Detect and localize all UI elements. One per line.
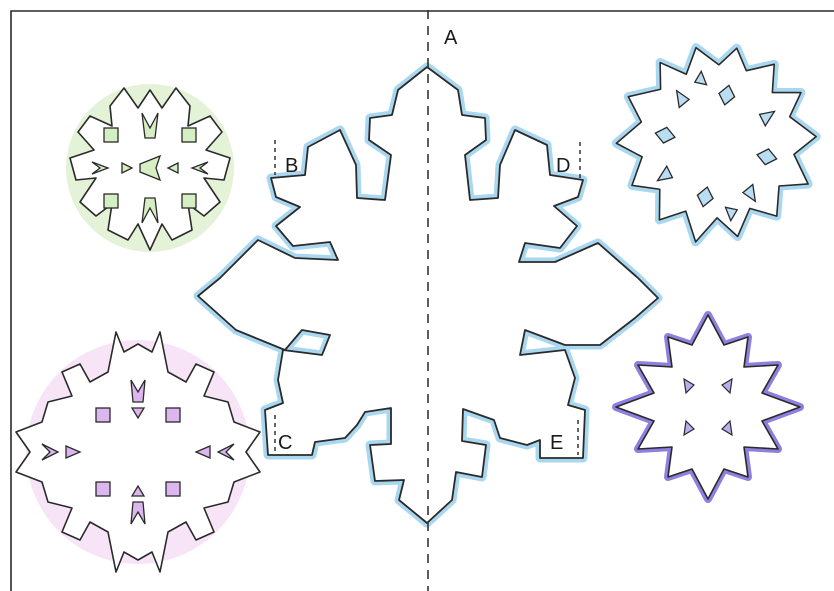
- green-snowflake: [66, 84, 234, 252]
- label-e: E: [550, 432, 564, 454]
- label-c: C: [278, 432, 293, 454]
- purple-snowflake: [612, 311, 804, 503]
- pink-snowflake: [15, 331, 261, 573]
- page-frame: [10, 10, 834, 591]
- label-a: A: [444, 27, 458, 49]
- central-snowflake-template: [193, 62, 663, 528]
- blue-snowflake: [611, 43, 821, 247]
- label-d: D: [556, 155, 571, 177]
- label-b: B: [285, 155, 299, 177]
